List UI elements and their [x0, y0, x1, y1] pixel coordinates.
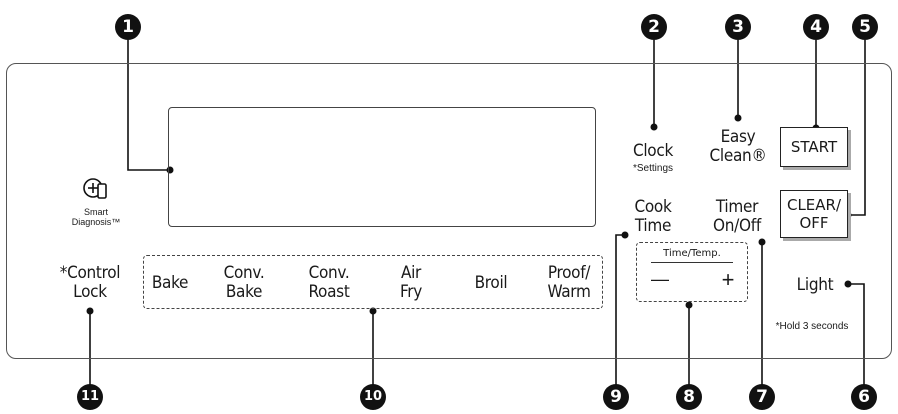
- callout-10: 10: [360, 384, 386, 410]
- display-window: [168, 107, 596, 227]
- cook-time-button[interactable]: Cook Time: [634, 197, 672, 236]
- clock-settings-note: *Settings: [632, 163, 674, 174]
- callout-7: 7: [749, 384, 775, 410]
- cooking-modes-group: [143, 255, 603, 309]
- minus-button[interactable]: —: [651, 269, 669, 289]
- time-temp-title: Time/Temp.: [663, 248, 721, 259]
- mode-broil-button[interactable]: Broil: [474, 273, 508, 293]
- mode-proof-warm-button[interactable]: Proof/ Warm: [547, 263, 591, 302]
- callout-11: 11: [77, 384, 103, 410]
- clear-off-button[interactable]: CLEAR/ OFF: [780, 190, 848, 238]
- callout-1: 1: [115, 14, 141, 40]
- hold-3-seconds-note: *Hold 3 seconds: [775, 321, 849, 332]
- plus-button[interactable]: +: [721, 267, 735, 292]
- timer-on-off-button[interactable]: Timer On/Off: [713, 197, 761, 236]
- callout-8: 8: [676, 384, 702, 410]
- callout-3: 3: [725, 14, 751, 40]
- time-temp-divider: [651, 262, 733, 263]
- easy-clean-button[interactable]: Easy Clean®: [709, 127, 767, 166]
- time-temp-pad: Time/Temp. — +: [636, 242, 748, 302]
- smart-diagnosis-label: Smart Diagnosis™: [71, 207, 121, 227]
- callout-2: 2: [641, 14, 667, 40]
- clock-button[interactable]: Clock: [632, 141, 674, 161]
- light-button[interactable]: Light: [796, 275, 834, 295]
- mode-conv-roast-button[interactable]: Conv. Roast: [308, 263, 350, 302]
- control-panel: [6, 63, 892, 359]
- smart-diagnosis-icon: [80, 175, 110, 203]
- mode-air-fry-button[interactable]: Air Fry: [400, 263, 422, 302]
- control-lock-button[interactable]: *Control Lock: [59, 263, 121, 302]
- start-button[interactable]: START: [780, 127, 848, 167]
- mode-conv-bake-button[interactable]: Conv. Bake: [223, 263, 265, 302]
- callout-9: 9: [603, 384, 629, 410]
- mode-bake-button[interactable]: Bake: [151, 273, 189, 293]
- callout-5: 5: [852, 14, 878, 40]
- callout-6: 6: [851, 384, 877, 410]
- callout-4: 4: [803, 14, 829, 40]
